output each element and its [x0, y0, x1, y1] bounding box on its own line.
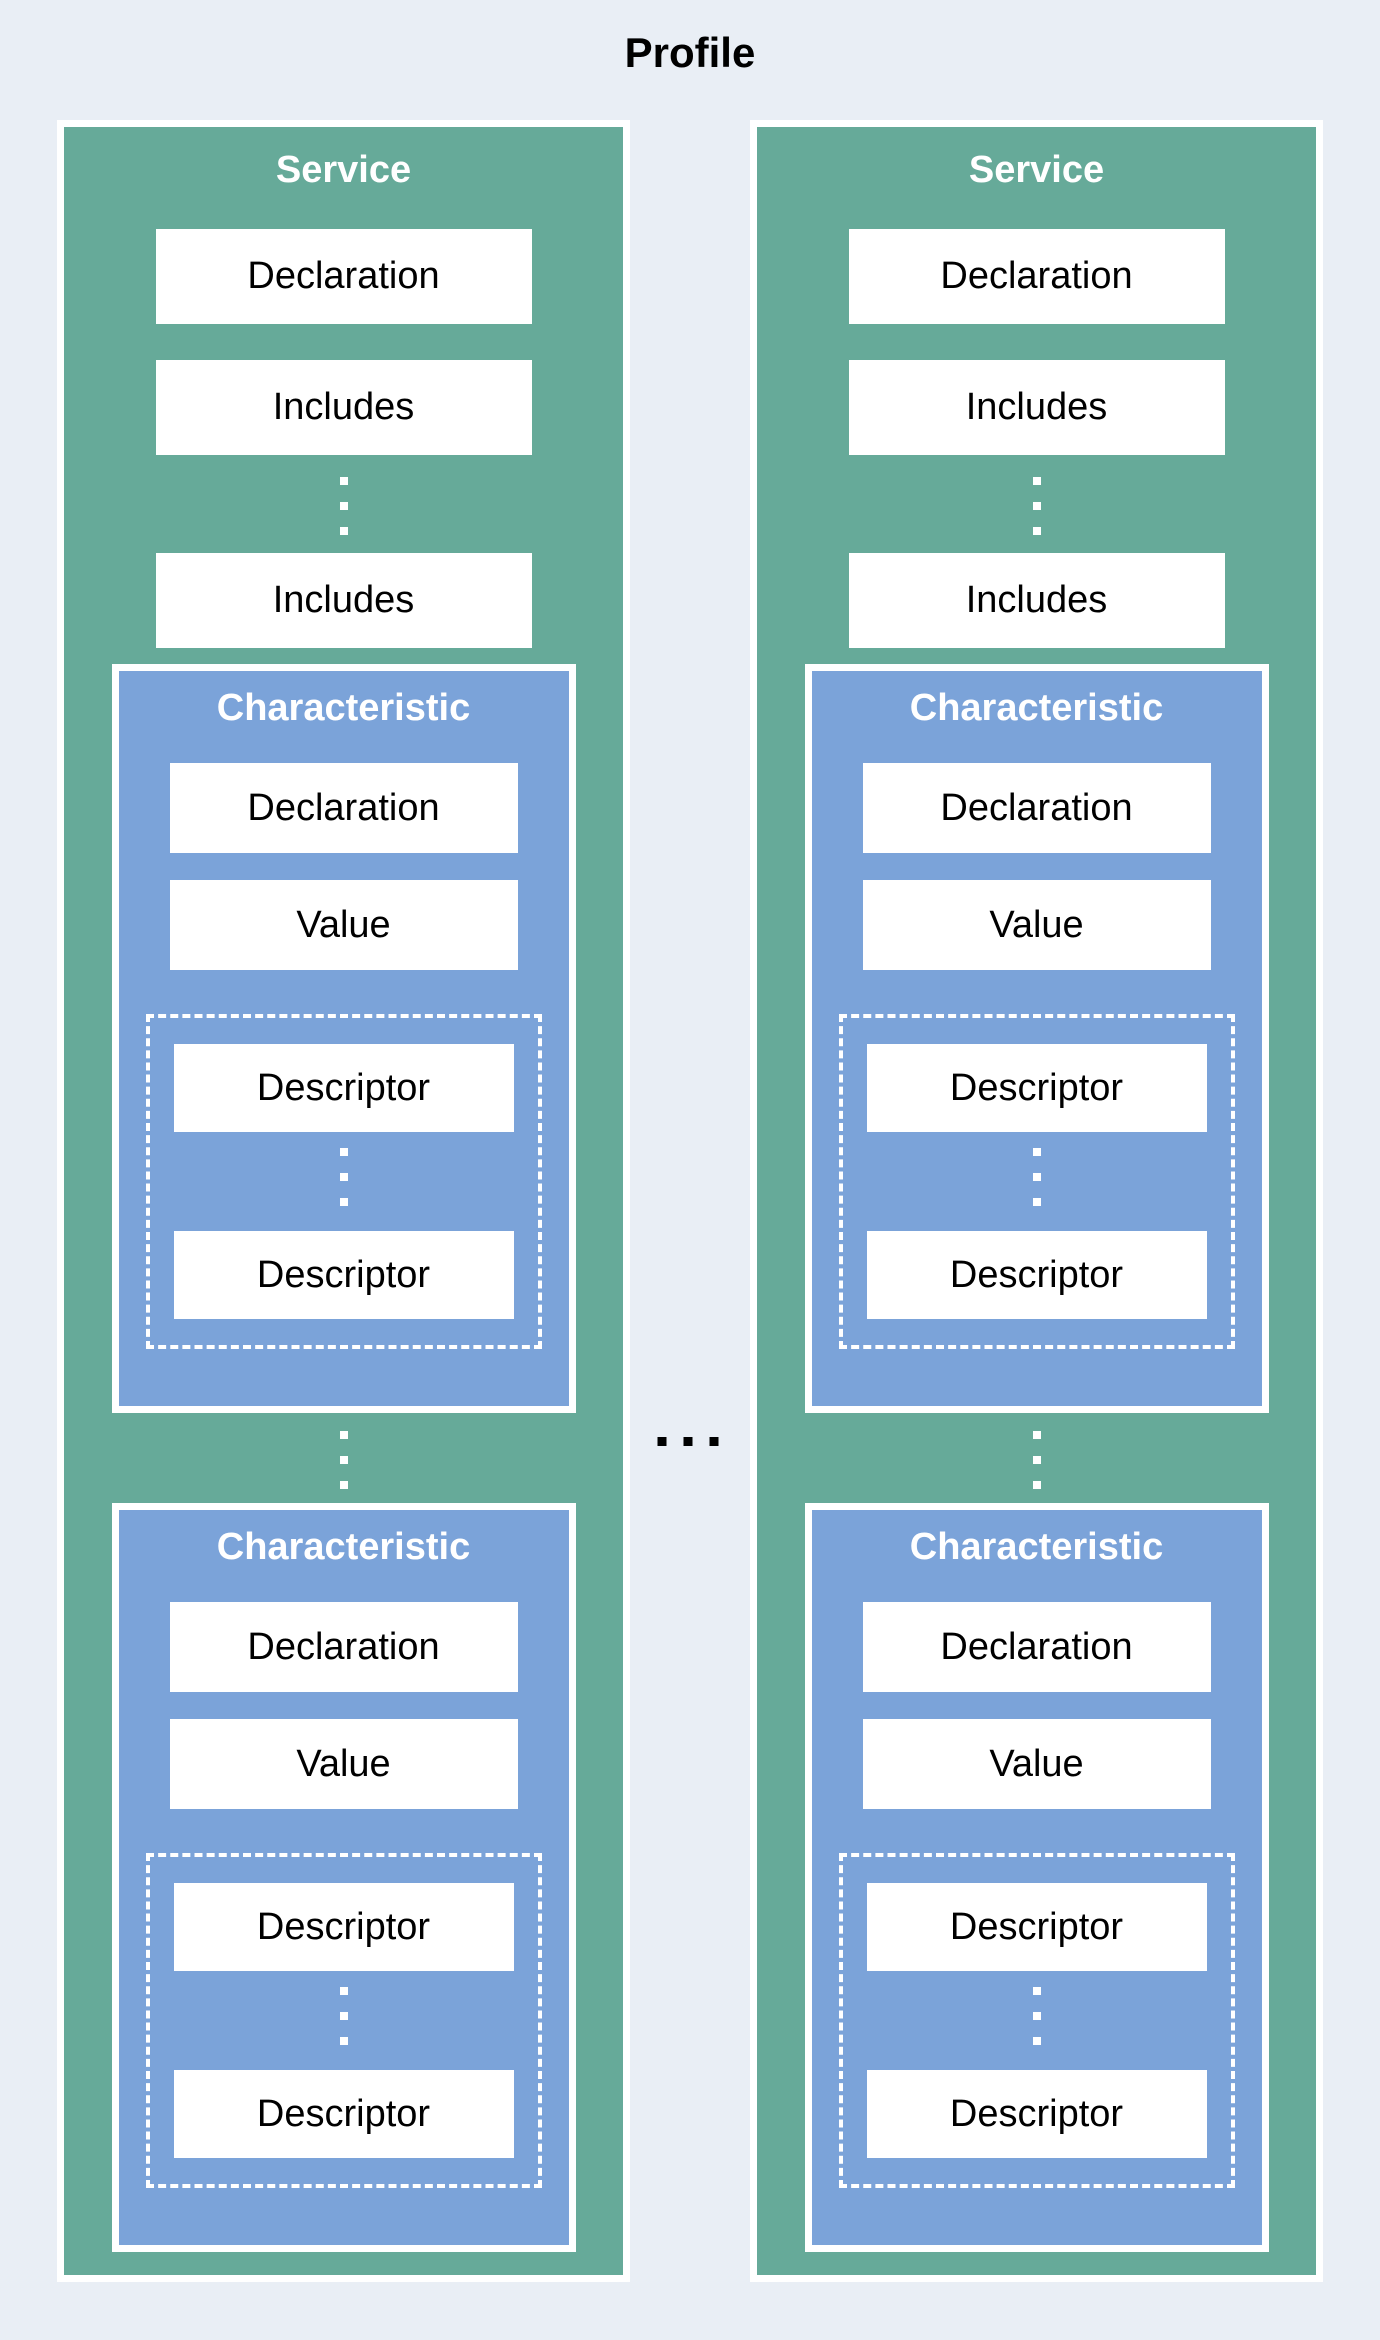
service-panel-2: Service Declaration Includes Includes Ch…: [750, 120, 1323, 2282]
characteristic-panel-2: Characteristic Declaration Value Descrip…: [804, 1503, 1269, 2252]
vertical-ellipsis-icon: [339, 1148, 348, 1206]
descriptor-group: Descriptor Descriptor: [838, 1014, 1235, 1349]
vertical-ellipsis-icon: [1032, 1431, 1041, 1489]
characteristic-panel-1: Characteristic Declaration Value Descrip…: [111, 664, 576, 1413]
service-panel-1: Service Declaration Includes Includes Ch…: [57, 120, 630, 2282]
characteristic-declaration-box: Declaration: [862, 1602, 1211, 1692]
characteristic-value-box: Value: [169, 880, 518, 970]
vertical-ellipsis-icon: [1032, 477, 1041, 535]
characteristic-panel-2: Characteristic Declaration Value Descrip…: [111, 1503, 576, 2252]
horizontal-ellipsis-icon: [657, 1437, 719, 1446]
characteristic-value-box: Value: [862, 880, 1211, 970]
characteristic-value-box: Value: [862, 1719, 1211, 1809]
vertical-ellipsis-icon: [339, 477, 348, 535]
characteristic-panel-1: Characteristic Declaration Value Descrip…: [804, 664, 1269, 1413]
descriptor-group: Descriptor Descriptor: [838, 1853, 1235, 2188]
characteristic-title: Characteristic: [216, 687, 471, 729]
service-declaration-box: Declaration: [155, 229, 532, 324]
vertical-ellipsis-icon: [339, 1431, 348, 1489]
descriptor-box-last: Descriptor: [866, 2070, 1207, 2158]
descriptor-box-last: Descriptor: [866, 1231, 1207, 1319]
descriptor-box-first: Descriptor: [173, 1883, 514, 1971]
vertical-ellipsis-icon: [1032, 1987, 1041, 2045]
characteristic-declaration-box: Declaration: [169, 763, 518, 853]
descriptor-box-last: Descriptor: [173, 2070, 514, 2158]
characteristic-title: Characteristic: [909, 1526, 1164, 1568]
page-title: Profile: [624, 29, 756, 76]
descriptor-group: Descriptor Descriptor: [145, 1853, 542, 2188]
service-includes-box-first: Includes: [155, 360, 532, 455]
characteristic-title: Characteristic: [909, 687, 1164, 729]
descriptor-box-last: Descriptor: [173, 1231, 514, 1319]
characteristic-declaration-box: Declaration: [862, 763, 1211, 853]
service-title: Service: [275, 149, 412, 191]
descriptor-group: Descriptor Descriptor: [145, 1014, 542, 1349]
service-declaration-box: Declaration: [848, 229, 1225, 324]
service-includes-box-last: Includes: [848, 553, 1225, 648]
vertical-ellipsis-icon: [339, 1987, 348, 2045]
characteristic-declaration-box: Declaration: [169, 1602, 518, 1692]
descriptor-box-first: Descriptor: [866, 1044, 1207, 1132]
vertical-ellipsis-icon: [1032, 1148, 1041, 1206]
service-includes-box-first: Includes: [848, 360, 1225, 455]
characteristic-title: Characteristic: [216, 1526, 471, 1568]
characteristic-value-box: Value: [169, 1719, 518, 1809]
descriptor-box-first: Descriptor: [173, 1044, 514, 1132]
service-includes-box-last: Includes: [155, 553, 532, 648]
descriptor-box-first: Descriptor: [866, 1883, 1207, 1971]
service-title: Service: [968, 149, 1105, 191]
